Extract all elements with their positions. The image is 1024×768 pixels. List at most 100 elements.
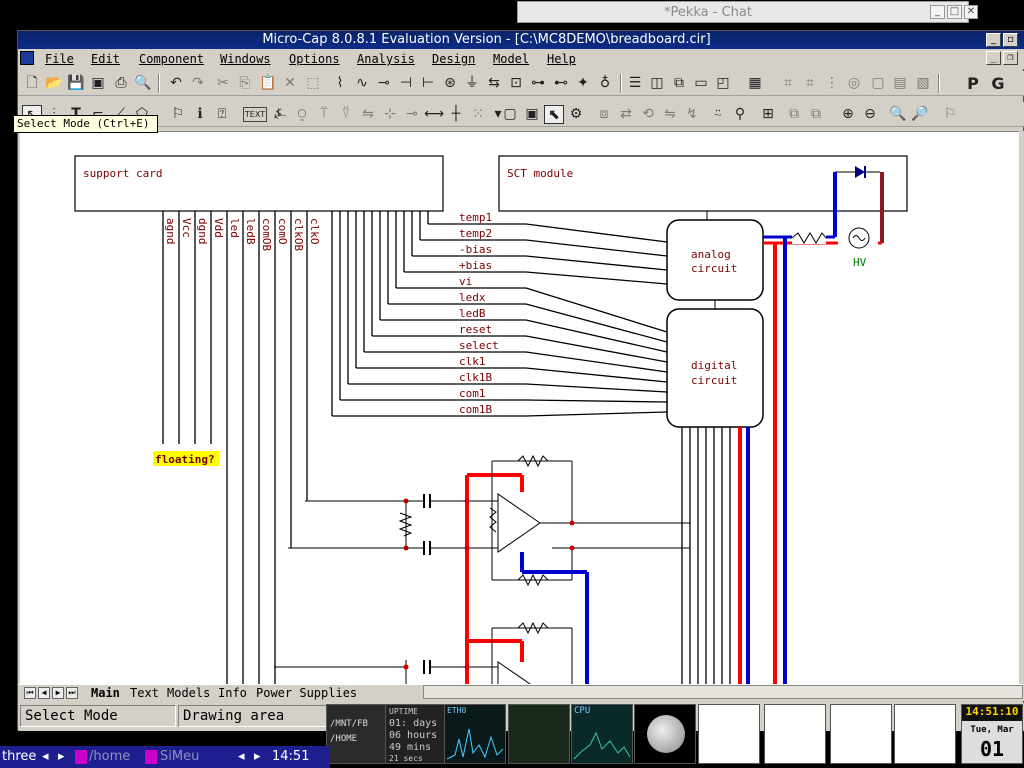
wire-icon[interactable]: ⟷	[424, 106, 445, 122]
prev-tab-icon[interactable]: ◀	[38, 687, 50, 699]
diode-symbol[interactable]	[835, 166, 880, 178]
tab-main[interactable]: Main	[91, 686, 120, 700]
delete-icon[interactable]: ✕	[284, 75, 296, 91]
capacitor-icon[interactable]: ∿	[356, 75, 368, 91]
tile-vertical-icon[interactable]: ◫	[650, 75, 664, 91]
save-icon[interactable]: 💾	[67, 75, 85, 91]
zoom-in-icon[interactable]: 🔍	[889, 106, 907, 122]
title-block-icon[interactable]: ▤	[893, 75, 907, 91]
pin-markers-icon[interactable]: ⊸	[406, 106, 418, 122]
diagonal-wire-icon[interactable]: ⟋	[115, 106, 125, 122]
tile-horizontal-icon[interactable]: ☰	[628, 75, 642, 91]
diode-icon[interactable]: ⊣	[399, 75, 413, 91]
save-all-icon[interactable]: ▣	[91, 75, 105, 91]
text-toggle-button[interactable]: TEXT	[243, 107, 267, 122]
close-icon[interactable]: ✕	[964, 5, 978, 19]
menu-edit[interactable]: Edit	[91, 52, 120, 66]
pager-desk-3[interactable]	[830, 704, 892, 764]
taskbar-prev-icon[interactable]: ◂	[238, 749, 245, 764]
opamp-icon[interactable]: ⊶	[531, 75, 545, 91]
zoom-out-icon[interactable]: 🔎	[911, 106, 929, 122]
print-preview-icon[interactable]: 🔍	[134, 75, 152, 91]
menu-model[interactable]: Model	[493, 52, 530, 66]
info-icon[interactable]: ℹ	[197, 106, 203, 122]
ground-icon[interactable]: ⏚	[465, 75, 479, 91]
grid-dots-icon[interactable]: ⁙	[472, 106, 484, 122]
horizontal-scrollbar[interactable]	[423, 685, 1023, 699]
prev-desk-icon[interactable]: ◂	[42, 749, 49, 764]
menu-analysis[interactable]: Analysis	[357, 52, 415, 66]
text-mode-icon[interactable]: T	[71, 106, 81, 122]
pointer-toggle-icon[interactable]: ⬉	[544, 105, 564, 124]
flag-tool-icon[interactable]: ⚐	[943, 106, 957, 122]
node-numbers-icon[interactable]: ⍼	[273, 106, 287, 122]
amplifier-stage-2[interactable]	[274, 621, 573, 684]
cut-icon[interactable]: ✂	[217, 75, 229, 91]
flag-icon[interactable]: ⇆	[488, 75, 500, 91]
tab-power-supplies[interactable]: Power Supplies	[256, 686, 358, 700]
minimize-button[interactable]: _	[986, 33, 1001, 47]
find-icon[interactable]: ⚲	[734, 106, 746, 122]
power-display-icon[interactable]: ⍢	[341, 106, 351, 122]
dir-dockapp[interactable]: /MNT/FB /HOME	[326, 704, 388, 764]
calculator-icon[interactable]: ▦	[748, 75, 762, 91]
rounded-box-icon[interactable]: ▣	[525, 106, 539, 122]
taskbar-next-icon[interactable]: ▸	[254, 749, 261, 764]
resistor-icon[interactable]: ⌇	[336, 75, 344, 91]
pager-desk-4[interactable]	[894, 704, 956, 764]
region-icon[interactable]: ▾	[494, 106, 502, 122]
transistor-icon[interactable]: ⊡	[510, 75, 522, 91]
hv-resistor[interactable]	[791, 232, 827, 244]
split-icon[interactable]: ◰	[716, 75, 730, 91]
layers-icon[interactable]: ⧉	[789, 106, 799, 122]
tab-info[interactable]: Info	[218, 686, 247, 700]
flag-mode-icon[interactable]: ⚐	[171, 106, 185, 122]
menu-component[interactable]: Component	[139, 52, 205, 66]
new-icon[interactable]: 🗋	[26, 75, 38, 91]
condition-display-icon[interactable]: ⇋	[362, 106, 374, 122]
cascade-icon[interactable]: ⧉	[674, 75, 684, 91]
menu-file[interactable]: File	[45, 52, 74, 66]
vertical-scrollbar[interactable]	[1019, 131, 1024, 684]
grid-text-icon[interactable]: ⌗	[806, 75, 814, 91]
wire-mode-icon[interactable]: ⌐	[92, 106, 104, 122]
pager-desk-1[interactable]	[698, 704, 760, 764]
print-icon[interactable]: ⎙	[115, 75, 127, 91]
source-icon[interactable]: ⊛	[444, 75, 456, 91]
tab-models[interactable]: Models	[167, 686, 211, 700]
border-icon[interactable]: ▢	[871, 75, 885, 91]
node-icon[interactable]: ✦	[577, 75, 589, 91]
menu-windows[interactable]: Windows	[220, 52, 271, 66]
pager-desk-2[interactable]	[764, 704, 826, 764]
next-tab-icon[interactable]: ▶	[52, 687, 64, 699]
flip-icon[interactable]: ⇄	[620, 106, 632, 122]
next-desk-icon[interactable]: ▸	[58, 749, 65, 764]
desktop-name[interactable]: three	[2, 749, 37, 764]
minimize-icon[interactable]: _	[930, 5, 945, 19]
sct-module-box[interactable]	[498, 155, 908, 212]
paste-icon[interactable]: 📋	[259, 75, 277, 91]
frame-icon[interactable]: ▧	[916, 75, 930, 91]
select-all-icon[interactable]: ⬚	[306, 75, 320, 91]
schematic-canvas[interactable]: support card SCT module analog circuit d…	[20, 131, 1020, 684]
attribute-icon[interactable]: ◎	[847, 75, 861, 91]
pin-icon[interactable]: ⋮	[825, 75, 839, 91]
g-button[interactable]: G	[991, 74, 1005, 93]
undo-icon[interactable]: ↶	[170, 75, 182, 91]
amplifier-stage-1[interactable]	[288, 454, 690, 684]
mixer-dockapp[interactable]	[508, 704, 570, 764]
step-icon[interactable]: ↯	[686, 106, 698, 122]
wire-color-icon[interactable]: ⍨	[713, 106, 723, 122]
layers2-icon[interactable]: ⧉	[811, 106, 821, 122]
cross-wire-icon[interactable]: ┼	[451, 106, 461, 122]
menu-help[interactable]: Help	[547, 52, 576, 66]
pin-names-icon[interactable]: ⊹	[384, 106, 396, 122]
open-icon[interactable]: 📂	[45, 75, 63, 91]
mirror-icon[interactable]: ⇋	[664, 106, 676, 122]
last-tab-icon[interactable]: ⏭	[66, 687, 78, 699]
properties-icon[interactable]: ⚙	[569, 106, 583, 122]
align-icon[interactable]: ⧈	[599, 106, 609, 122]
grid-icon[interactable]: ⌗	[784, 75, 792, 91]
doc-restore-button[interactable]: ❐	[1003, 51, 1018, 65]
hv-source-icon[interactable]	[838, 227, 878, 249]
